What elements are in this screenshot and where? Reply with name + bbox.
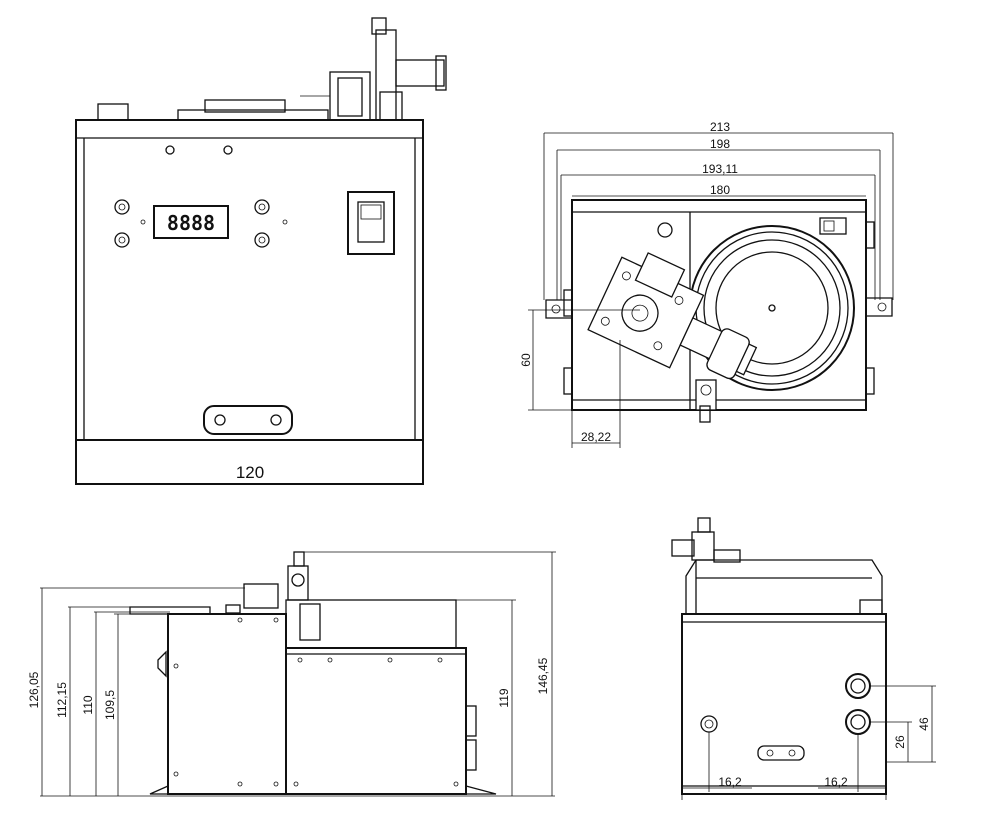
display-digits: 8888 <box>167 211 215 235</box>
feeder-mechanism <box>587 252 758 380</box>
front-body <box>75 119 424 441</box>
dim-112: 112,15 <box>55 682 69 718</box>
dim-26: 26 <box>893 735 907 749</box>
side-view: 126,05 112,15 110 109,5 <box>27 551 556 797</box>
dim-119: 119 <box>497 688 511 707</box>
dim-110: 110 <box>81 695 95 714</box>
dim-16a: 16,2 <box>718 775 742 789</box>
front-handle <box>203 405 293 435</box>
dim-46: 46 <box>917 717 931 731</box>
dim-180: 180 <box>710 183 730 197</box>
rear-body <box>681 613 887 795</box>
rear-view: 16,2 16,2 26 46 <box>671 517 936 800</box>
power-switch <box>347 191 395 255</box>
side-body-left <box>167 613 287 795</box>
dim-198: 198 <box>710 137 730 151</box>
top-view: 213 198 193,11 180 <box>519 120 894 448</box>
dim-213: 213 <box>710 120 730 134</box>
side-body-right <box>285 647 467 795</box>
dim-16b: 16,2 <box>824 775 848 789</box>
dim-60: 60 <box>519 353 533 367</box>
dim-193: 193,11 <box>702 162 738 176</box>
dim-146: 146,45 <box>536 657 550 694</box>
dim-126: 126,05 <box>27 671 41 708</box>
front-top-mechanism <box>97 17 447 121</box>
dim-28: 28,22 <box>581 430 611 444</box>
front-view: 8888 120 <box>75 17 447 485</box>
digital-display: 8888 <box>153 205 229 239</box>
dim-109: 109,5 <box>103 690 117 720</box>
rear-connectors <box>700 673 871 735</box>
dim-front-width: 120 <box>236 463 264 482</box>
